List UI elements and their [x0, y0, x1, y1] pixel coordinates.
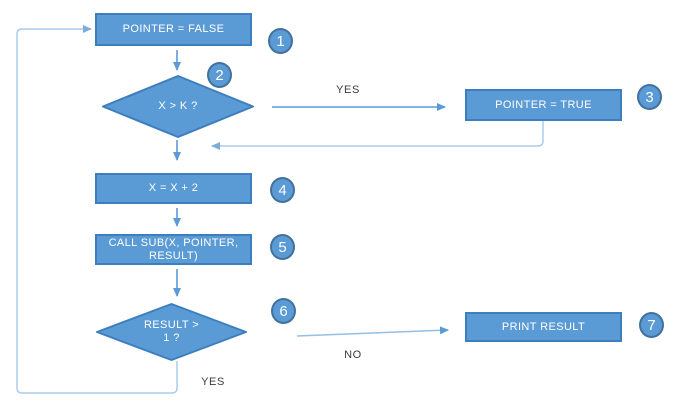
step-badge-6: 6 [271, 298, 296, 324]
node-pointer-true-label: POINTER = TRUE [495, 98, 592, 111]
node-x-plus-2: X = X + 2 [95, 173, 252, 204]
step-badge-2: 2 [207, 62, 232, 88]
edge-label-yes-loop: YES [201, 376, 225, 388]
node-x-plus-2-label: X = X + 2 [148, 182, 199, 194]
edge-decision6-no [296, 326, 449, 337]
edge-loop-yes [16, 25, 178, 394]
decision-result-gt-1-shape [96, 303, 247, 361]
step-badge-4: 4 [270, 177, 295, 203]
step-badge-3: 3 [637, 84, 662, 110]
decision-x-gt-k-label: X > K ? [158, 100, 198, 112]
edge-label-yes-top: YES [336, 84, 360, 96]
node-print-result-label: PRINT RESULT [501, 320, 586, 333]
decision-x-gt-k-shape [102, 75, 254, 138]
node-pointer-true: POINTER = TRUE [465, 89, 622, 121]
node-call-sub-label: CALL SUB(X, POINTER, RESULT) [108, 236, 239, 262]
node-print-result: PRINT RESULT [465, 312, 622, 342]
step-badge-1: 1 [268, 28, 293, 54]
node-pointer-false-label: POINTER = FALSE [122, 23, 225, 35]
node-pointer-false: POINTER = FALSE [95, 13, 252, 46]
node-call-sub: CALL SUB(X, POINTER, RESULT) [95, 234, 252, 265]
edge-label-no: NO [344, 349, 362, 361]
edge-pointer-true-return [211, 121, 544, 150]
step-badge-7: 7 [639, 312, 664, 338]
decision-result-gt-1-label: RESULT > 1 ? [143, 319, 200, 344]
step-badge-5: 5 [270, 234, 295, 260]
